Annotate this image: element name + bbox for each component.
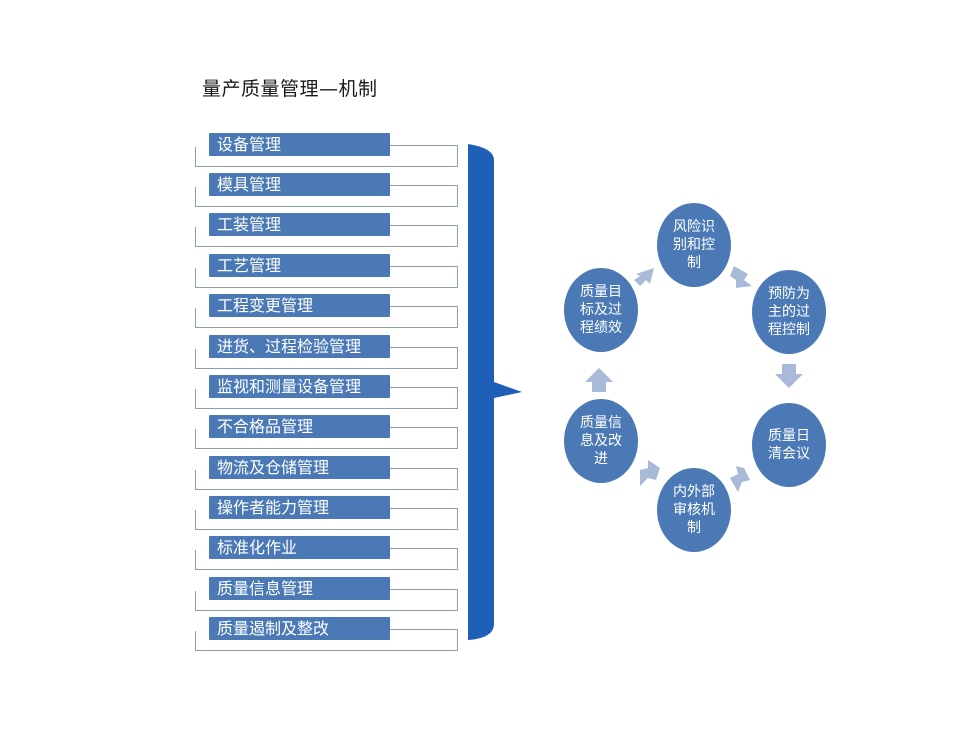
item-process-management: 工艺管理 <box>209 254 390 277</box>
item-standardized-work: 标准化作业 <box>209 536 390 559</box>
item-fixture-management: 工装管理 <box>209 213 390 236</box>
node-label: 预防为主的过程控制 <box>768 286 810 338</box>
cycle-node-daily-quality-meeting: 质量日清会议 <box>752 403 826 487</box>
node-label: 内外部审核机制 <box>673 484 715 536</box>
diagram-title: 量产质量管理—机制 <box>202 78 378 100</box>
cycle-node-audit-mechanism: 内外部审核机制 <box>657 468 731 552</box>
cycle-node-quality-information: 质量信息及改进 <box>564 399 638 483</box>
arrow-icon <box>730 266 752 288</box>
item-measurement-equipment-management: 监视和测量设备管理 <box>209 375 390 398</box>
arrow-icon <box>640 460 660 486</box>
arrow-icon <box>775 364 803 388</box>
item-quality-containment: 质量遏制及整改 <box>209 617 390 640</box>
arrow-icon <box>585 368 613 392</box>
cycle-node-quality-targets: 质量目标及过程绩效 <box>564 268 638 352</box>
item-quality-information-management: 质量信息管理 <box>209 577 390 600</box>
brace-icon <box>468 144 522 640</box>
item-logistics-management: 物流及仓储管理 <box>209 456 390 479</box>
item-engineering-change-management: 工程变更管理 <box>209 294 390 317</box>
arrow-icon <box>730 466 750 492</box>
node-label: 风险识别和控制 <box>673 219 715 271</box>
node-label: 质量信息及改进 <box>580 415 622 467</box>
item-inspection-management: 进货、过程检验管理 <box>209 335 390 358</box>
node-label: 质量目标及过程绩效 <box>580 284 622 336</box>
item-equipment-management: 设备管理 <box>209 133 390 156</box>
item-nonconforming-management: 不合格品管理 <box>209 415 390 438</box>
cycle-node-risk-control: 风险识别和控制 <box>657 203 731 287</box>
node-label: 质量日清会议 <box>768 428 810 462</box>
cycle-node-preventive-control: 预防为主的过程控制 <box>752 270 826 354</box>
arrow-icon <box>634 268 654 286</box>
item-mold-management: 模具管理 <box>209 173 390 196</box>
item-operator-competence-management: 操作者能力管理 <box>209 496 390 519</box>
